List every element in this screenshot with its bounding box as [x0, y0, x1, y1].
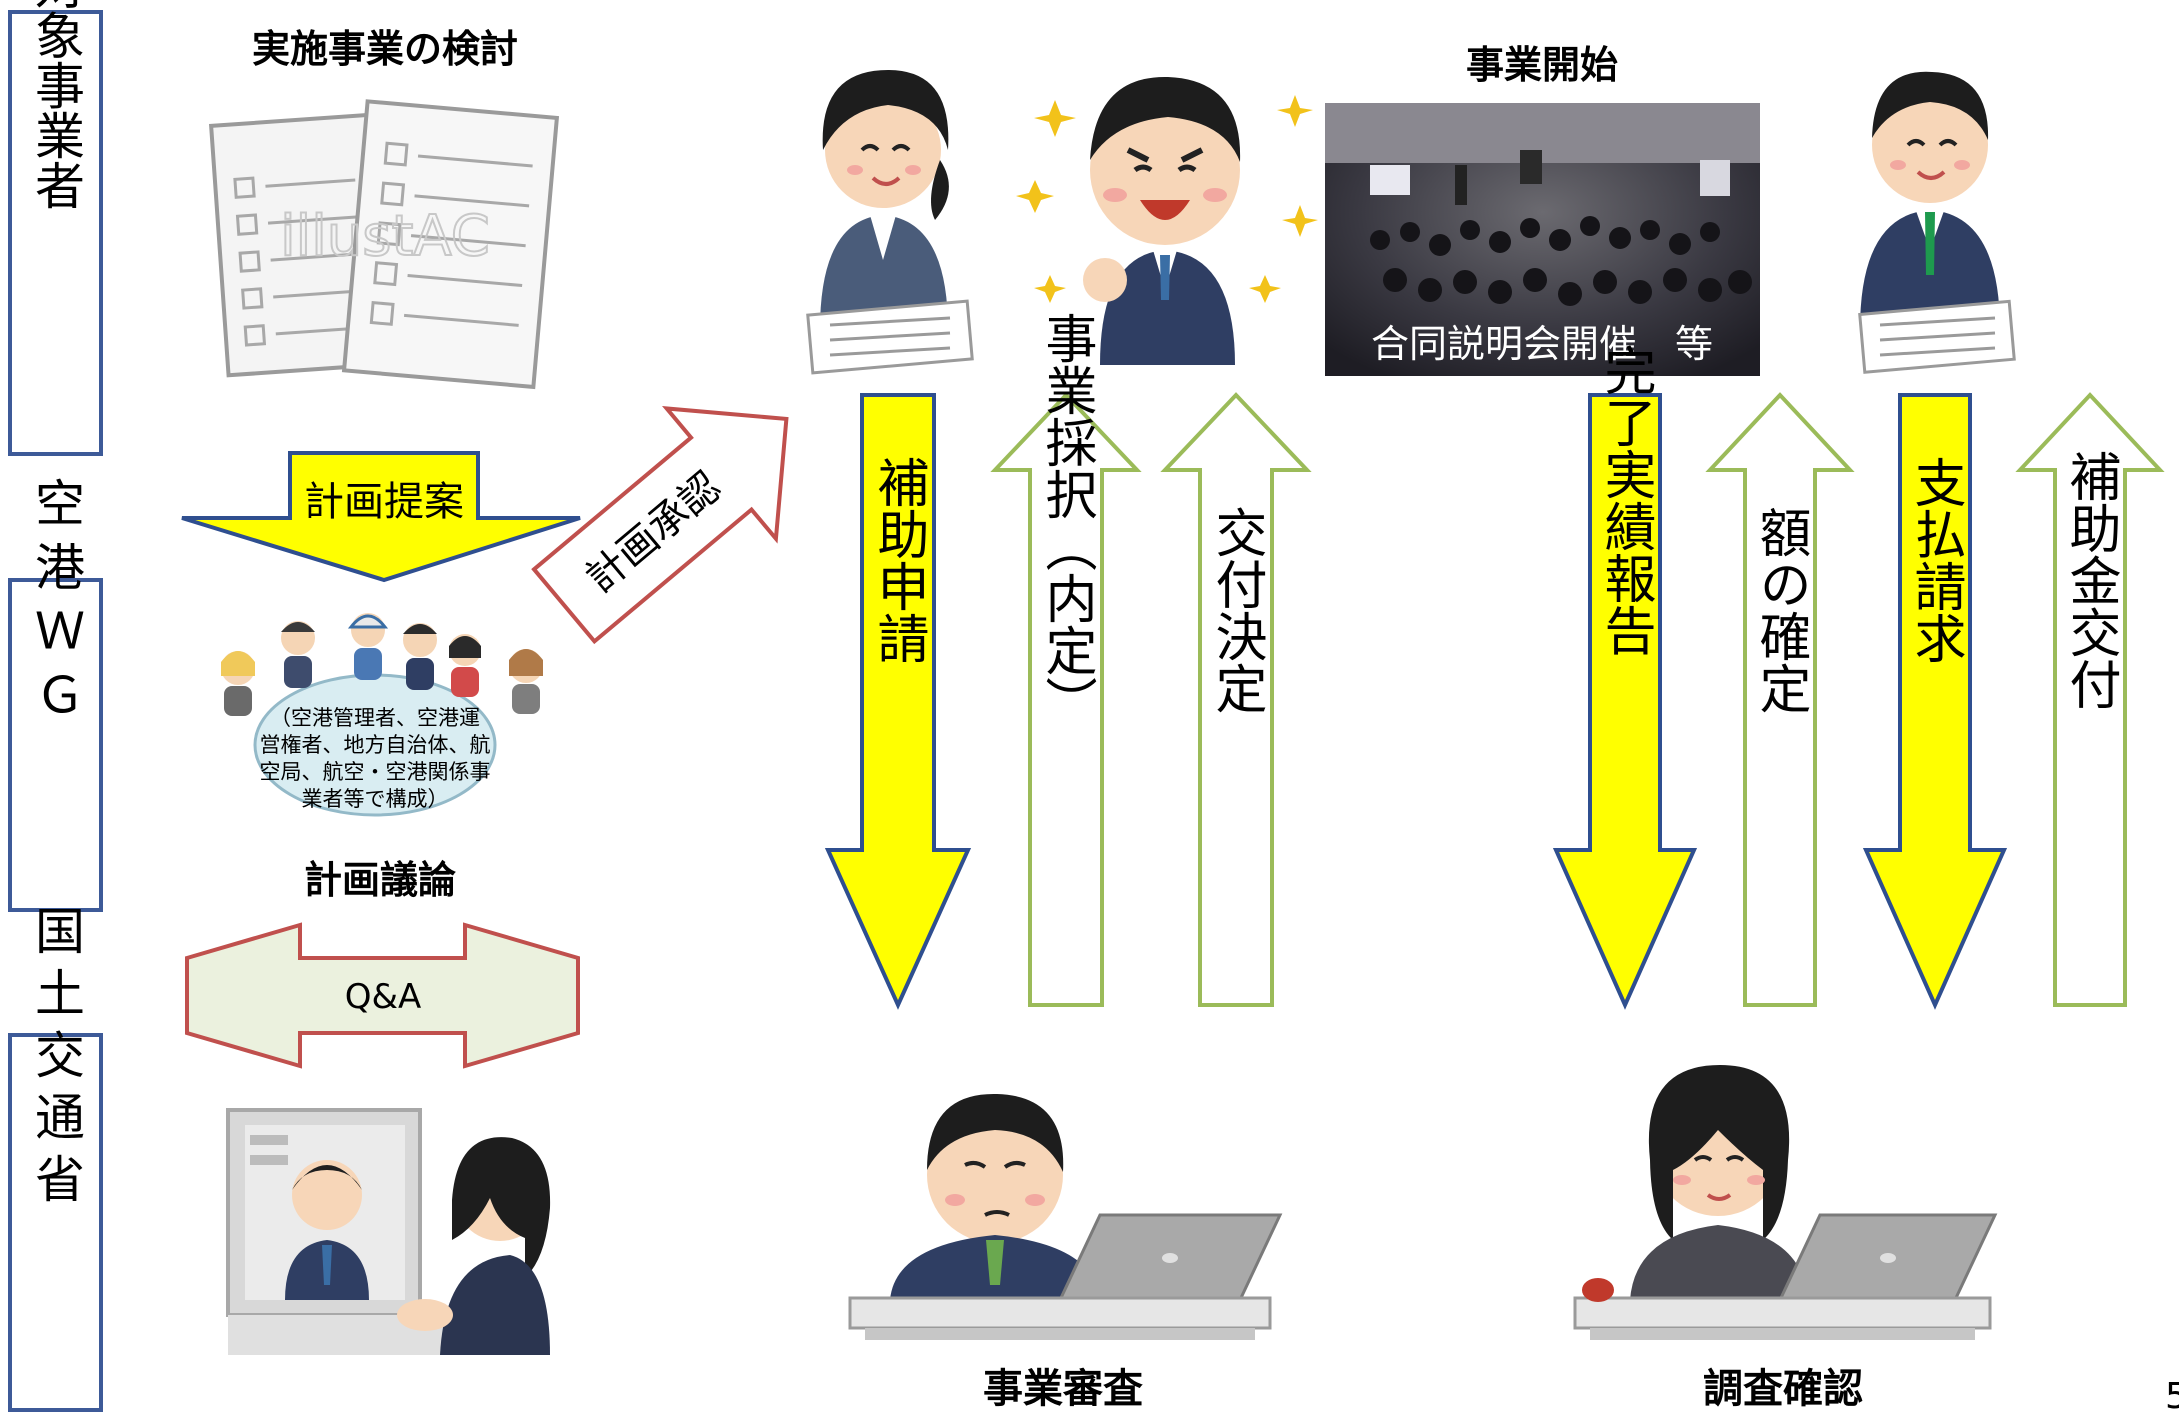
role-label-mlit: 国土交通省 [27, 905, 85, 1215]
caption-review: 事業審査 [983, 1366, 1143, 1412]
arrow-label-subsidy-payment: 補助金交付 [2060, 450, 2120, 710]
woman-laptop-icon [1573, 1065, 1998, 1340]
arrow-label-plan-proposal: 計画提案 [304, 479, 464, 525]
role-box-mlit: 国土交通省 [8, 905, 103, 1412]
wg-members-line-4: 業者等で構成） [302, 787, 449, 811]
wg-members-line-2: 営権者、地方自治体、航 [260, 733, 491, 757]
arrow-label-subsidy-application: 補助申請 [868, 456, 928, 664]
man-presenter-icon [1858, 71, 2016, 374]
arrow-label-qa: Q&A [345, 977, 422, 1017]
arrow-label-payment-request: 支払請求 [1905, 456, 1965, 664]
page-number: 5 [2165, 1376, 2179, 1415]
man-cheer-icon [1016, 76, 1318, 365]
arrow-payment-request: 支払請求 [1862, 393, 2008, 1010]
arrow-completion-report: 完了実績報告 [1552, 344, 1698, 1010]
arrow-amount-confirmation: 額の確定 [1705, 392, 1855, 1007]
arrow-label-grant-decision: 交付決定 [1206, 506, 1266, 714]
arrow-subsidy-payment: 補助金交付 [2015, 392, 2165, 1007]
arrow-label-completion-report: 完了実績報告 [1595, 344, 1655, 656]
role-label-operator: 補助対象事業者 [27, 0, 85, 210]
caption-study: 実施事業の検討 [252, 27, 518, 71]
arrow-adoption: 事業採択（内定） [990, 312, 1142, 1007]
caption-business-start: 事業開始 [1466, 43, 1618, 87]
seminar-photo: 合同説明会開催 等 [1325, 103, 1760, 376]
arrow-label-amount-confirmation: 額の確定 [1750, 506, 1810, 714]
woman-presenter-icon [806, 70, 974, 375]
wg-members-line-1: （空港管理者、空港運 [270, 706, 480, 730]
wg-members-line-3: 空局、航空・空港関係事 [260, 760, 491, 784]
arrow-qa: Q&A [185, 922, 580, 1069]
role-box-operator: 補助対象事業者 [8, 0, 103, 456]
arrow-grant-decision: 交付決定 [1160, 392, 1312, 1007]
caption-survey: 調査確認 [1703, 1366, 1863, 1412]
photo-caption: 合同説明会開催 等 [1371, 322, 1713, 366]
caption-wg-discussion: 計画議論 [304, 858, 456, 902]
role-box-airport-wg: 空港ＷＧ [8, 477, 103, 912]
arrow-plan-approval: 計画承認 [531, 406, 789, 645]
man-laptop-icon [848, 1093, 1283, 1340]
arrow-plan-proposal: 計画提案 [181, 451, 581, 583]
arrow-subsidy-application: 補助申請 [824, 393, 972, 1010]
arrow-label-adoption: 事業採択（内定） [1036, 312, 1096, 728]
wg-group-icon: （空港管理者、空港運 営権者、地方自治体、航 空局、航空・空港関係事 業者等で構… [221, 613, 543, 817]
video-call-icon [226, 1108, 551, 1355]
role-label-airport-wg: 空港ＷＧ [27, 477, 85, 733]
document-icon: illustAC [208, 99, 560, 390]
watermark: illustAC [280, 204, 490, 269]
